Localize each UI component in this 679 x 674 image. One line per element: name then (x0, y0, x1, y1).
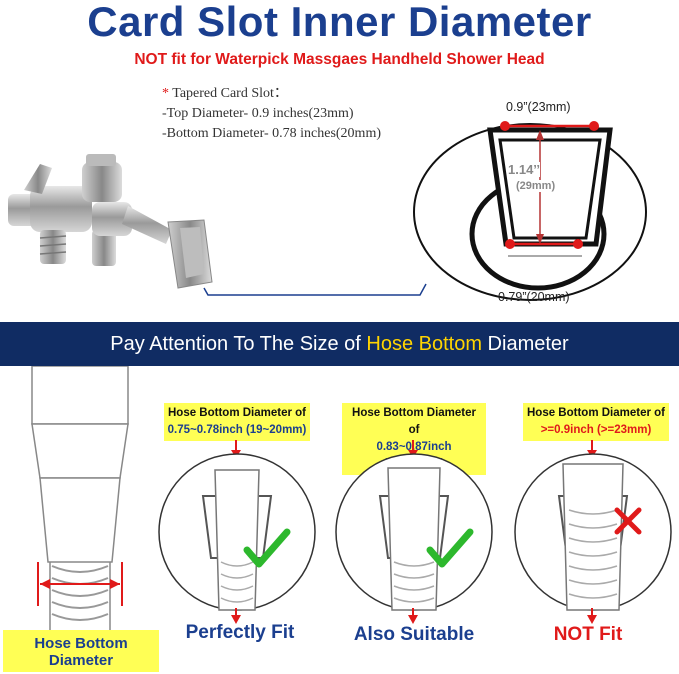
case-3-caption-line-1: Hose Bottom Diameter of (526, 407, 666, 419)
case-2-circle (335, 440, 493, 624)
case-1-circle (158, 440, 316, 624)
check-icon (243, 528, 291, 568)
diverter-illustration (8, 154, 213, 289)
case-2-caption: Hose Bottom Diameter of 0.83~0.87inch (2… (342, 403, 486, 475)
spec-star: * (162, 86, 169, 101)
top-right-marker (589, 121, 599, 131)
case-1-caption-line-1: Hose Bottom Diameter of (167, 407, 307, 419)
case-1-caption-line-2: 0.75~0.78inch (19~20mm) (167, 424, 307, 436)
height-label: 1.14’’ (508, 162, 541, 177)
banner-highlight: Hose Bottom (366, 333, 482, 355)
bottom-left-marker (505, 239, 515, 249)
zoom-pointer (203, 283, 427, 296)
card-slot-diagram (413, 121, 647, 301)
spec-line-3: -Bottom Diameter- 0.78 inches(20mm) (162, 126, 382, 141)
cross-icon (614, 507, 642, 535)
top-diameter-label: 0.9”(23mm) (506, 100, 571, 114)
spec-line-2: -Top Diameter- 0.9 inches(23mm) (162, 106, 354, 121)
spec-line-1: Tapered Card Slot： (172, 86, 288, 101)
page-subtitle: NOT fit for Waterpick Massgaes Handheld … (134, 51, 545, 68)
case-2-verdict: Also Suitable (353, 624, 475, 645)
top-left-marker (500, 121, 510, 131)
hose-label-line-1: Hose Bottom (34, 635, 128, 652)
case-2-caption-line-1: Hose Bottom Diameter of (352, 407, 476, 436)
page-title: Card Slot Inner Diameter (87, 0, 592, 45)
case-1-verdict: Perfectly Fit (185, 622, 295, 643)
case-1-caption: Hose Bottom Diameter of 0.75~0.78inch (1… (164, 403, 310, 441)
attention-banner: Pay Attention To The Size of Hose Bottom… (0, 322, 679, 366)
case-3-circle (514, 440, 672, 624)
height-mm-label: (29mm) (516, 180, 556, 192)
case-3-caption: Hose Bottom Diameter of >=0.9inch (>=23m… (523, 403, 669, 441)
case-3-caption-line-2: >=0.9inch (>=23mm) (540, 424, 652, 436)
banner-suffix: Diameter (482, 333, 569, 355)
hose-illustration (31, 366, 129, 631)
hose-label-line-2: Diameter (48, 652, 114, 669)
spec-heading: * Tapered Card Slot： (162, 84, 288, 104)
bottom-diameter-label: 0.79”(20mm) (498, 290, 570, 304)
banner-prefix: Pay Attention To The Size of (110, 333, 367, 355)
hose-bottom-diameter-label: Hose Bottom Diameter (3, 630, 159, 672)
bottom-right-marker (573, 239, 583, 249)
check-icon (426, 528, 474, 568)
case-3-verdict: NOT Fit (553, 624, 623, 645)
